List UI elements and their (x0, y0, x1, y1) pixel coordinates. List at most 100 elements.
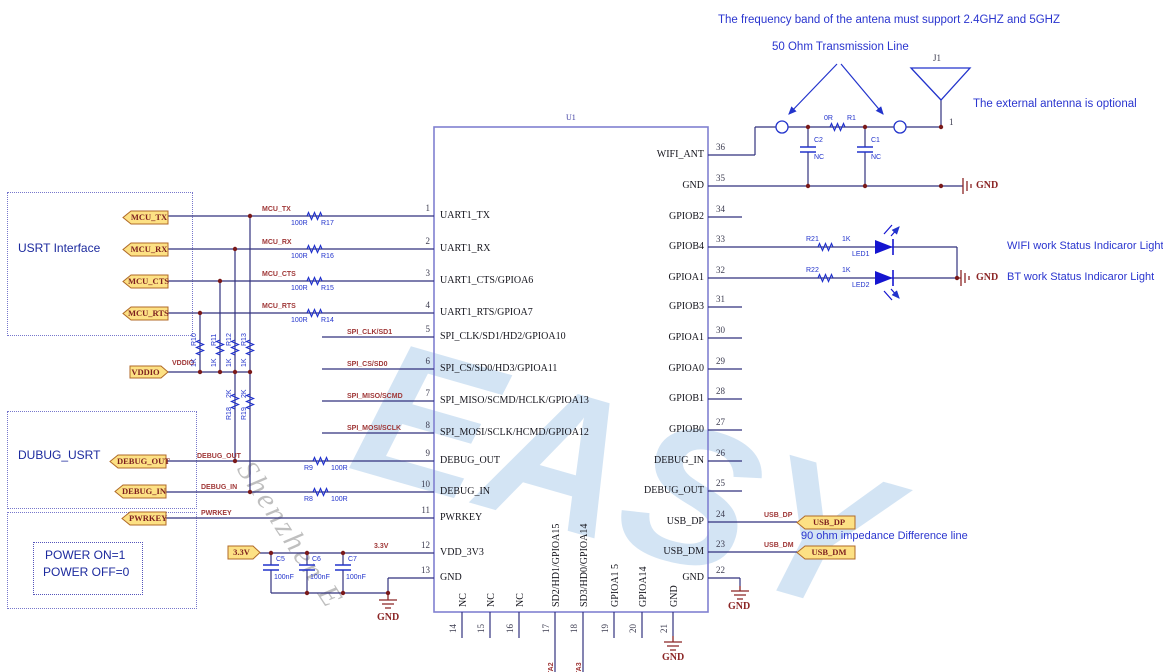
port-usb-dp-shape (796, 515, 856, 530)
net-label: USB_DP (764, 512, 793, 519)
pin-number: 31 (716, 294, 725, 304)
port-vddio: VDDIO (131, 367, 160, 377)
pin-number: 30 (716, 325, 725, 335)
port-usb-dm-shape (796, 545, 856, 560)
pin-name: UART1_RTS/GPIOA7 (440, 307, 533, 318)
net-label: MCU_RTS (262, 303, 296, 310)
pin-number: 11 (421, 505, 430, 515)
pin-name: GPIOA0 (668, 363, 704, 374)
port-debug-in-shape (114, 484, 167, 499)
resistor-value: 100R (291, 253, 308, 260)
port-mcu-tx-shape (122, 210, 169, 225)
resistor-value: 1K (211, 358, 218, 367)
resistor-value: 1K (842, 236, 851, 243)
capacitor-plates (263, 146, 873, 571)
freq-band-note: The frequency band of the antena must su… (718, 14, 1061, 26)
resistor-value: 2K (241, 389, 248, 398)
external-antenna-note: The external antenna is optional (973, 98, 1137, 110)
resistor-refdes: R16 (321, 253, 334, 260)
transmission-line-arrows (788, 63, 884, 115)
net-label: MCU_CTS (262, 271, 296, 278)
pin-number: 16 (505, 624, 515, 633)
port-mcu-rts: MCU_RTS (128, 308, 169, 318)
port-mcu-cts: MCU_CTS (128, 276, 170, 286)
capacitor-value: 100nF (310, 574, 330, 581)
resistor-refdes: R19 (241, 407, 248, 420)
net-label: VDDIO (172, 360, 195, 367)
pin-number: 33 (716, 234, 725, 244)
resistor-refdes: R12 (226, 333, 233, 346)
pin-name: USB_DP (666, 516, 704, 527)
pin-name: GPIOB4 (668, 241, 704, 252)
pin-name: GND (682, 572, 704, 583)
pin-name: DEBUG_OUT (644, 485, 704, 496)
pin-number: 3 (425, 268, 431, 278)
net-label: SPI_CS/SD0 (347, 361, 388, 368)
pin-name: WIFI_ANT (656, 149, 704, 160)
port-mcu-cts-shape (122, 274, 169, 289)
port-mcu-rx-shape (122, 242, 169, 257)
capacitor-refdes: C6 (312, 556, 321, 563)
capacitor-refdes: C7 (348, 556, 357, 563)
gnd-label: GND (976, 180, 999, 191)
port-usb-dm: USB_DM (811, 547, 847, 557)
resistor-value: 2K (226, 389, 233, 398)
port-pwrkey-shape (121, 511, 167, 526)
led2-refdes: LED2 (852, 282, 870, 289)
pin-number: 21 (659, 624, 669, 633)
pin-number: 36 (716, 142, 725, 152)
pin-number: 34 (716, 204, 725, 214)
net-label: MCU_RX (262, 239, 292, 246)
pin-number: 2 (425, 236, 431, 246)
antenna-pin: 1 (949, 117, 954, 127)
capacitor-refdes: C1 (871, 137, 880, 144)
pin-number: 23 (716, 539, 725, 549)
pin-number: 5 (425, 324, 431, 334)
port-vddio-shape (129, 365, 169, 379)
pin-number: 6 (425, 356, 431, 366)
port-debug-out: DEBUG_OUT (117, 456, 170, 466)
net-label: USB_DM (764, 542, 794, 549)
pin-name: SPI_MISO/SCMD/HCLK/GPIOA13 (440, 395, 589, 406)
pin-number: 28 (716, 386, 725, 396)
power-off-label: POWER OFF=0 (43, 565, 130, 579)
gnd-label: GND (976, 272, 999, 283)
resistor-refdes: R15 (321, 285, 334, 292)
transmission-line-note: 50 Ohm Transmission Line (772, 41, 909, 53)
port-pwrkey: PWRKEY (129, 513, 168, 523)
power-on-label: POWER ON=1 (45, 548, 126, 562)
led1-refdes: LED1 (852, 251, 870, 258)
transmission-line-marker-right (893, 120, 907, 134)
pin-name: NC (486, 593, 497, 607)
resistor-refdes: R11 (211, 333, 218, 346)
capacitor-value: NC (871, 154, 882, 161)
pin-number: 7 (425, 388, 431, 398)
pin-name: UART1_TX (440, 210, 490, 221)
pin-name: NC (515, 593, 526, 607)
antenna-icon (909, 67, 972, 101)
pin-name: NC (458, 593, 469, 607)
capacitor-value: NC (814, 154, 825, 161)
resistor-value: 1K (241, 358, 248, 367)
pin-name: UART1_CTS/GPIOA6 (440, 275, 534, 286)
resistor-value: 100R (291, 220, 308, 227)
net-label: DEBUG_OUT (197, 453, 241, 460)
pin-name: GND (682, 180, 704, 191)
pin-name: GPIOB2 (668, 211, 704, 222)
resistor-symbols (194, 121, 846, 498)
pin-number: 22 (716, 565, 725, 575)
pin-name: GPIOB0 (668, 424, 704, 435)
port-mcu-rx: MCU_RX (130, 244, 168, 254)
pin-number: 12 (421, 540, 430, 550)
wires (163, 100, 963, 672)
resistor-value: 100R (331, 465, 348, 472)
pin-number: 10 (421, 479, 430, 489)
pin-name: GPIOA1 5 (610, 563, 621, 607)
pin-number: 26 (716, 448, 725, 458)
gnd-label: GND (377, 612, 400, 623)
port-debug-in: DEBUG_IN (122, 486, 166, 496)
wifi-led-note: WIFI work Status Indicaror Light (1007, 240, 1163, 252)
net-label: SPI_MOSI/SCLK (347, 425, 402, 432)
